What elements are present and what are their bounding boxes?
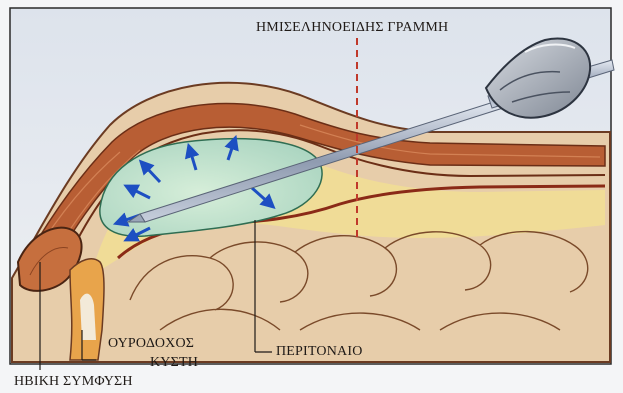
label-symphysis: ΗΒΙΚΗ ΣΥΜΦΥΣΗ	[14, 374, 133, 390]
label-midline: ΗΜΙΣΕΛΗΝΟΕΙΔΗΣ ΓΡΑΜΜΗ	[256, 20, 448, 36]
label-bladder-line2: ΚΥΣΤΗ	[150, 355, 198, 371]
label-peritoneum: ΠΕΡΙΤΟΝΑΙΟ	[276, 344, 363, 360]
label-bladder-line1: ΟΥΡΟΔΟΧΟΣ	[108, 336, 194, 352]
